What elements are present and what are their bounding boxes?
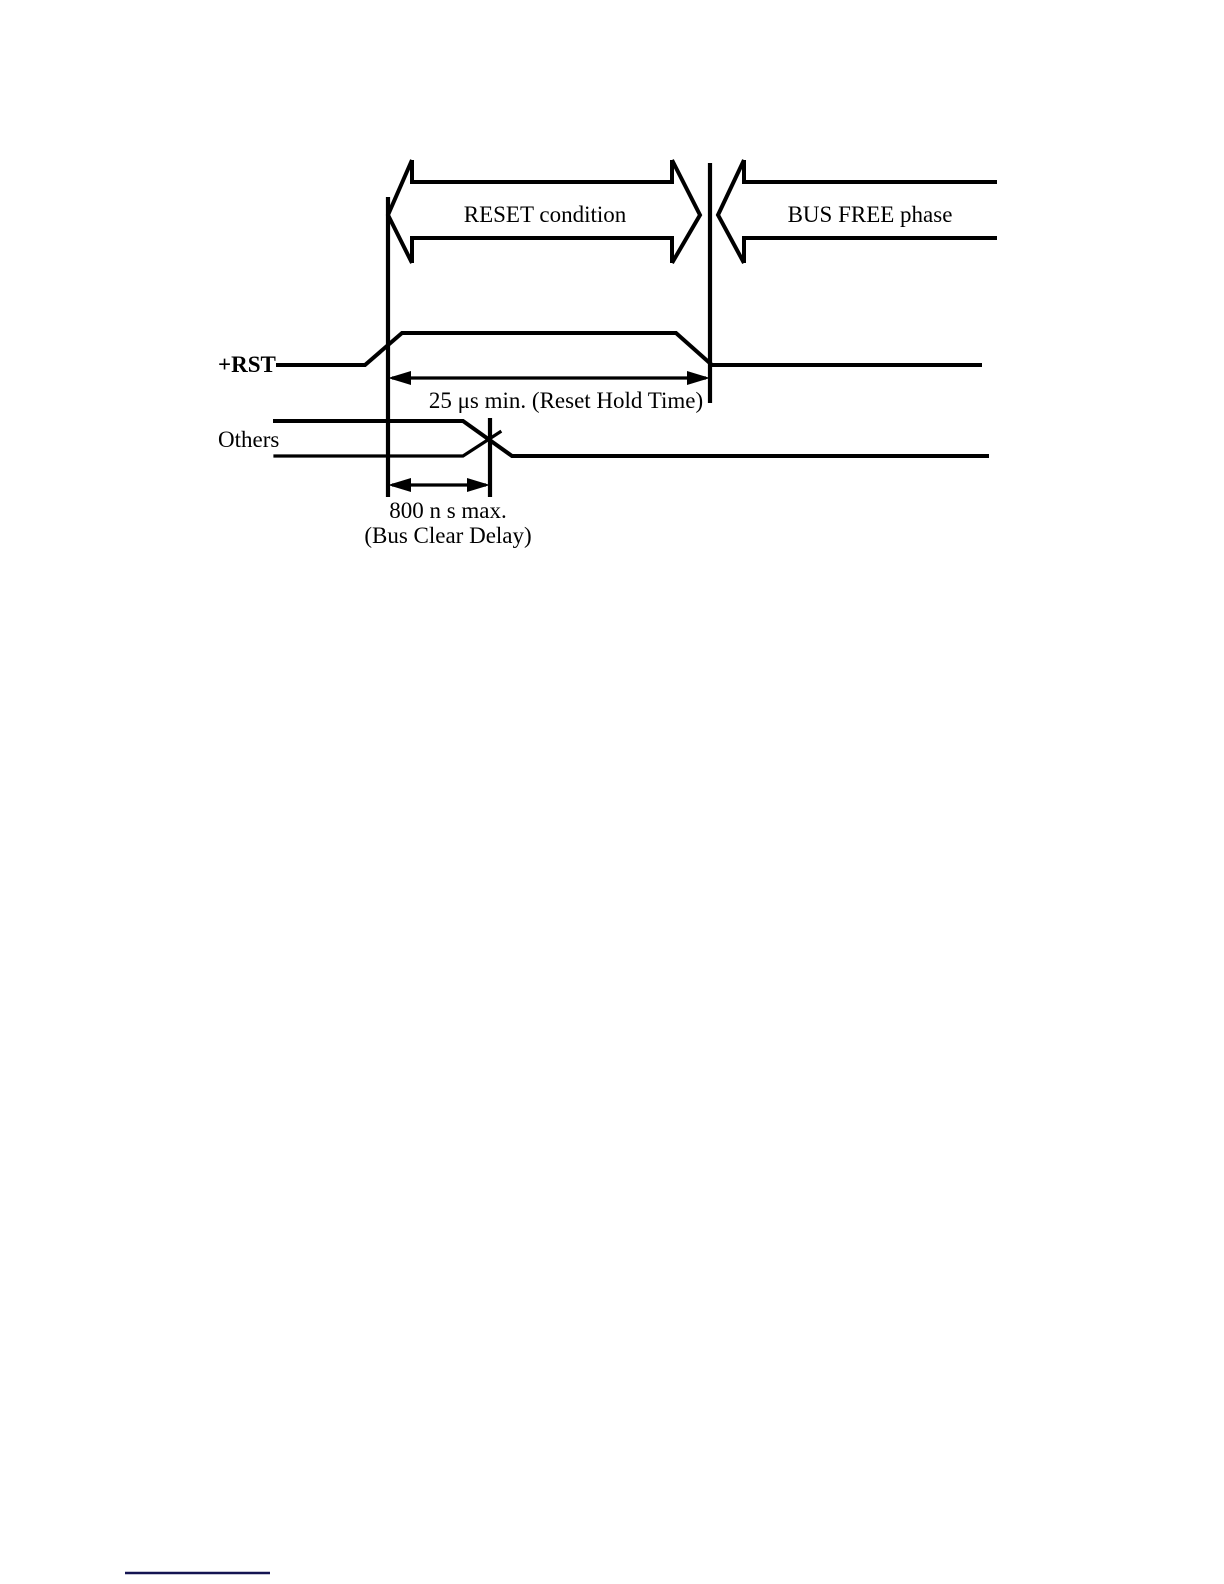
- bus-free-left-arrowhead: [715, 159, 746, 264]
- dimension-reset-hold-time: 25 μs min. (Reset Hold Time): [388, 371, 710, 413]
- rst-trace: [276, 331, 982, 367]
- reset-condition-left-arrowhead: [385, 159, 414, 264]
- reset-condition-right-arrowhead: [670, 159, 703, 265]
- bus-clear-delay-left-arrowhead: [388, 478, 411, 492]
- dimension-label-bus-clear-delay-line2: (Bus Clear Delay): [364, 523, 531, 548]
- reset-hold-time-left-arrowhead: [388, 371, 411, 385]
- phase-band-bus-free: BUS FREE phase: [715, 159, 997, 264]
- bus-free-top-rail: [742, 160, 997, 184]
- dimension-label-bus-clear-delay-line1: 800 n s max.: [389, 498, 507, 523]
- dimension-label-reset-hold-time: 25 μs min. (Reset Hold Time): [429, 388, 703, 413]
- bus-free-bottom-rail: [742, 236, 997, 263]
- signal-label-others: Others: [218, 427, 279, 452]
- waveform-others: Others: [218, 419, 989, 458]
- dimension-bus-clear-delay: 800 n s max. (Bus Clear Delay): [364, 478, 532, 548]
- others-upper-edge: [273, 419, 989, 458]
- others-lower-edge: [273, 429, 503, 458]
- reset-condition-top-rail: [410, 160, 674, 184]
- phase-label-reset-condition: RESET condition: [464, 202, 627, 227]
- signal-label-rst: +RST: [218, 352, 276, 377]
- waveform-rst: +RST: [218, 331, 982, 377]
- phase-label-bus-free: BUS FREE phase: [788, 202, 953, 227]
- reset-condition-bottom-rail: [410, 236, 674, 263]
- reset-hold-time-right-arrowhead: [687, 371, 710, 385]
- phase-band-reset-condition: RESET condition: [385, 159, 703, 265]
- bus-clear-delay-right-arrowhead: [467, 478, 490, 492]
